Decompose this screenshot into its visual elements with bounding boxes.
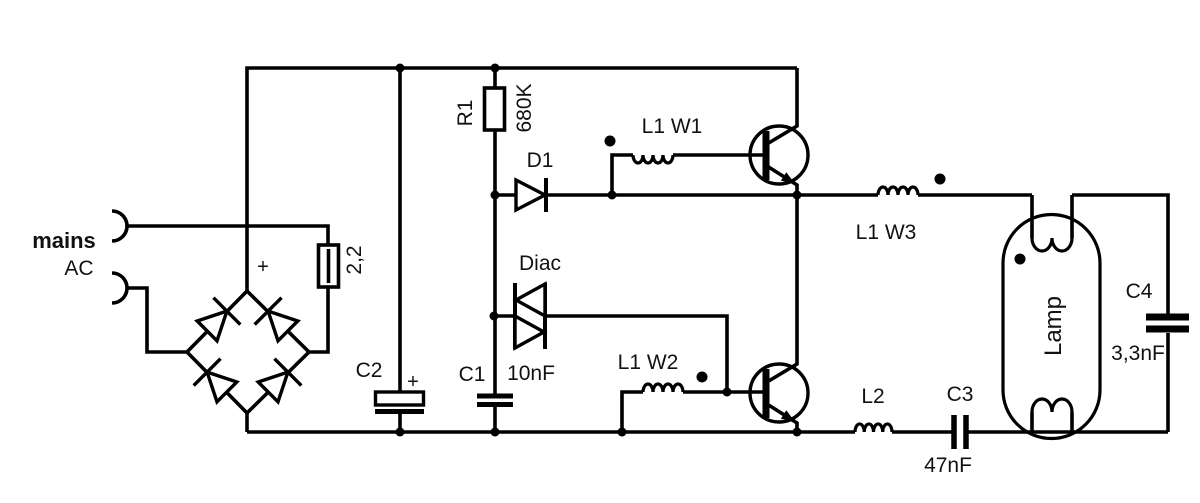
- label-c4: C4: [1126, 280, 1153, 303]
- label-fuse-value: 2,2: [343, 245, 366, 274]
- capacitor-c3: [951, 415, 969, 449]
- label-c4-value: 3,3nF: [1111, 342, 1165, 365]
- phase-dot-l1w1: [604, 135, 616, 147]
- lamp: [1001, 212, 1102, 441]
- wires: [126, 66, 1170, 434]
- transistor-q2: [748, 362, 810, 424]
- label-mains: mains: [32, 228, 96, 253]
- phase-dot-l1w3: [934, 173, 946, 185]
- resistor-r1: [482, 86, 507, 132]
- transistor-q1: [748, 124, 810, 186]
- label-d1: D1: [527, 149, 554, 172]
- lamp-tube: [1001, 212, 1102, 441]
- mains-terminals: [111, 209, 129, 305]
- label-diac: Diac: [519, 252, 561, 275]
- bridge-diode-1: [194, 296, 242, 344]
- lamp-bottom-filament: [1030, 397, 1074, 413]
- lamp-bottom-pins: [1030, 412, 1074, 432]
- label-r1: R1: [454, 100, 477, 127]
- wire-mains-neutral: [126, 286, 187, 354]
- bridge-diode-4: [255, 357, 303, 405]
- label-l1w2: L1 W2: [618, 351, 679, 374]
- label-r1-value: 680K: [513, 83, 536, 132]
- label-l1w3: L1 W3: [856, 221, 917, 244]
- fuse: [316, 243, 341, 289]
- inductors: [631, 154, 920, 433]
- junction-dots: [395, 63, 802, 437]
- label-bridge-plus: +: [257, 256, 269, 278]
- label-c2: C2: [356, 359, 383, 382]
- wire-top-rail: [245, 66, 797, 291]
- lamp-top-pins: [1030, 195, 1074, 238]
- label-c3: C3: [947, 383, 974, 406]
- label-c1-value: 10nF: [507, 362, 555, 385]
- label-l2: L2: [861, 385, 884, 408]
- label-lamp: Lamp: [1040, 296, 1067, 356]
- terminal-neutral: [111, 271, 129, 305]
- diode-d1: [514, 177, 549, 213]
- label-c2-plus: +: [407, 371, 419, 393]
- terminal-live: [111, 209, 129, 243]
- wire-q1-collector: [766, 68, 799, 146]
- diac: [512, 281, 548, 351]
- lamp-top-filament: [1030, 237, 1074, 253]
- phase-dot-lamp: [1014, 253, 1026, 265]
- label-c3-value: 47nF: [924, 454, 972, 477]
- bridge-diode-3: [192, 357, 240, 405]
- capacitor-c2: [373, 390, 426, 414]
- wire-q2-collector: [766, 195, 799, 384]
- bridge-diode-2: [253, 296, 301, 344]
- wire-l1w2: [620, 390, 763, 432]
- inductor-l1w2: [641, 382, 685, 393]
- label-ac: AC: [64, 257, 93, 280]
- bridge-diamond: [184, 288, 312, 416]
- wire-mains-live: [126, 224, 330, 245]
- label-c1: C1: [459, 363, 486, 386]
- inductor-l1w1: [631, 154, 675, 165]
- wire-lamp-to-c4: [1072, 193, 1170, 314]
- q2-emitter-arrow: [780, 410, 795, 422]
- phase-dots: [604, 135, 1026, 383]
- inductor-l2: [853, 422, 894, 433]
- label-l1w1: L1 W1: [642, 115, 703, 138]
- inductor-l1w3: [876, 185, 920, 196]
- capacitor-c4: [1146, 313, 1189, 333]
- wire-l1w1: [610, 153, 763, 195]
- bridge-rectifier: [184, 288, 312, 416]
- phase-dot-l1w2: [696, 371, 708, 383]
- q1-emitter-arrow: [780, 172, 795, 184]
- capacitor-c1: [477, 393, 513, 407]
- wire-fuse-to-bridge: [310, 287, 330, 354]
